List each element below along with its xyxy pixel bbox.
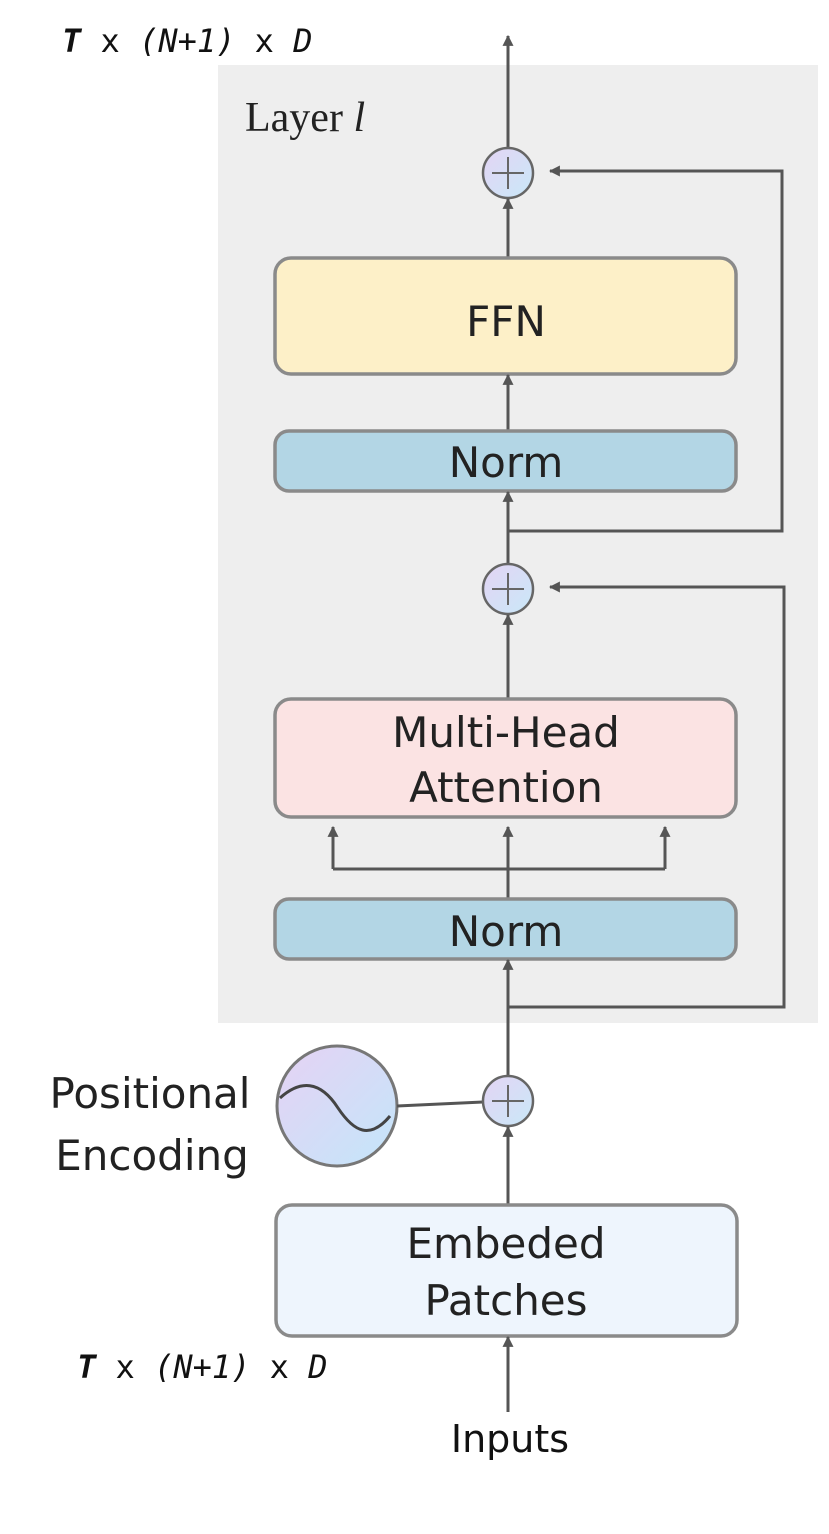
- mha-label-line1: Multi-Head: [392, 708, 620, 757]
- mha-label-line2: Attention: [409, 763, 603, 812]
- positional-encoding-icon: [275, 1044, 399, 1168]
- dim-bottom-n: (N+1): [154, 1348, 250, 1386]
- norm-top-label: Norm: [449, 438, 564, 487]
- add-icon-top: [481, 146, 535, 200]
- positional-label-line1: Positional: [50, 1069, 251, 1118]
- dim-bottom-x2: x: [250, 1348, 308, 1386]
- output-dimension-label: T x (N+1) x D: [62, 22, 312, 60]
- layer-label: Layer l: [245, 95, 365, 141]
- residual-connection-top: [508, 165, 784, 533]
- multi-head-attention-block: [273, 697, 738, 819]
- positional-label-line2: Encoding: [55, 1131, 249, 1180]
- dim-t: T: [62, 22, 83, 60]
- dim-bottom-d: D: [307, 1348, 327, 1386]
- ffn-label: FFN: [466, 297, 546, 346]
- embed-label-line2: Patches: [424, 1276, 587, 1325]
- layer-word: Layer: [245, 95, 353, 141]
- dim-d: D: [292, 22, 312, 60]
- dim-bottom-t: T: [77, 1348, 98, 1386]
- dim-x1: x: [81, 22, 139, 60]
- norm-bottom-label: Norm: [449, 907, 564, 956]
- dim-n: (N+1): [139, 22, 235, 60]
- embed-label-line1: Embeded: [406, 1219, 605, 1268]
- add-icon-middle: [481, 562, 535, 616]
- positional-encoding-connector: [396, 1100, 484, 1108]
- residual-connection-bottom: [508, 581, 786, 1009]
- add-icon-bottom: [481, 1074, 535, 1128]
- dim-x2: x: [235, 22, 293, 60]
- dim-bottom-x1: x: [96, 1348, 154, 1386]
- layer-container: [218, 65, 818, 1023]
- input-dimension-label: T x (N+1) x D: [77, 1348, 327, 1386]
- layer-var: l: [353, 95, 365, 141]
- inputs-label: Inputs: [451, 1417, 569, 1461]
